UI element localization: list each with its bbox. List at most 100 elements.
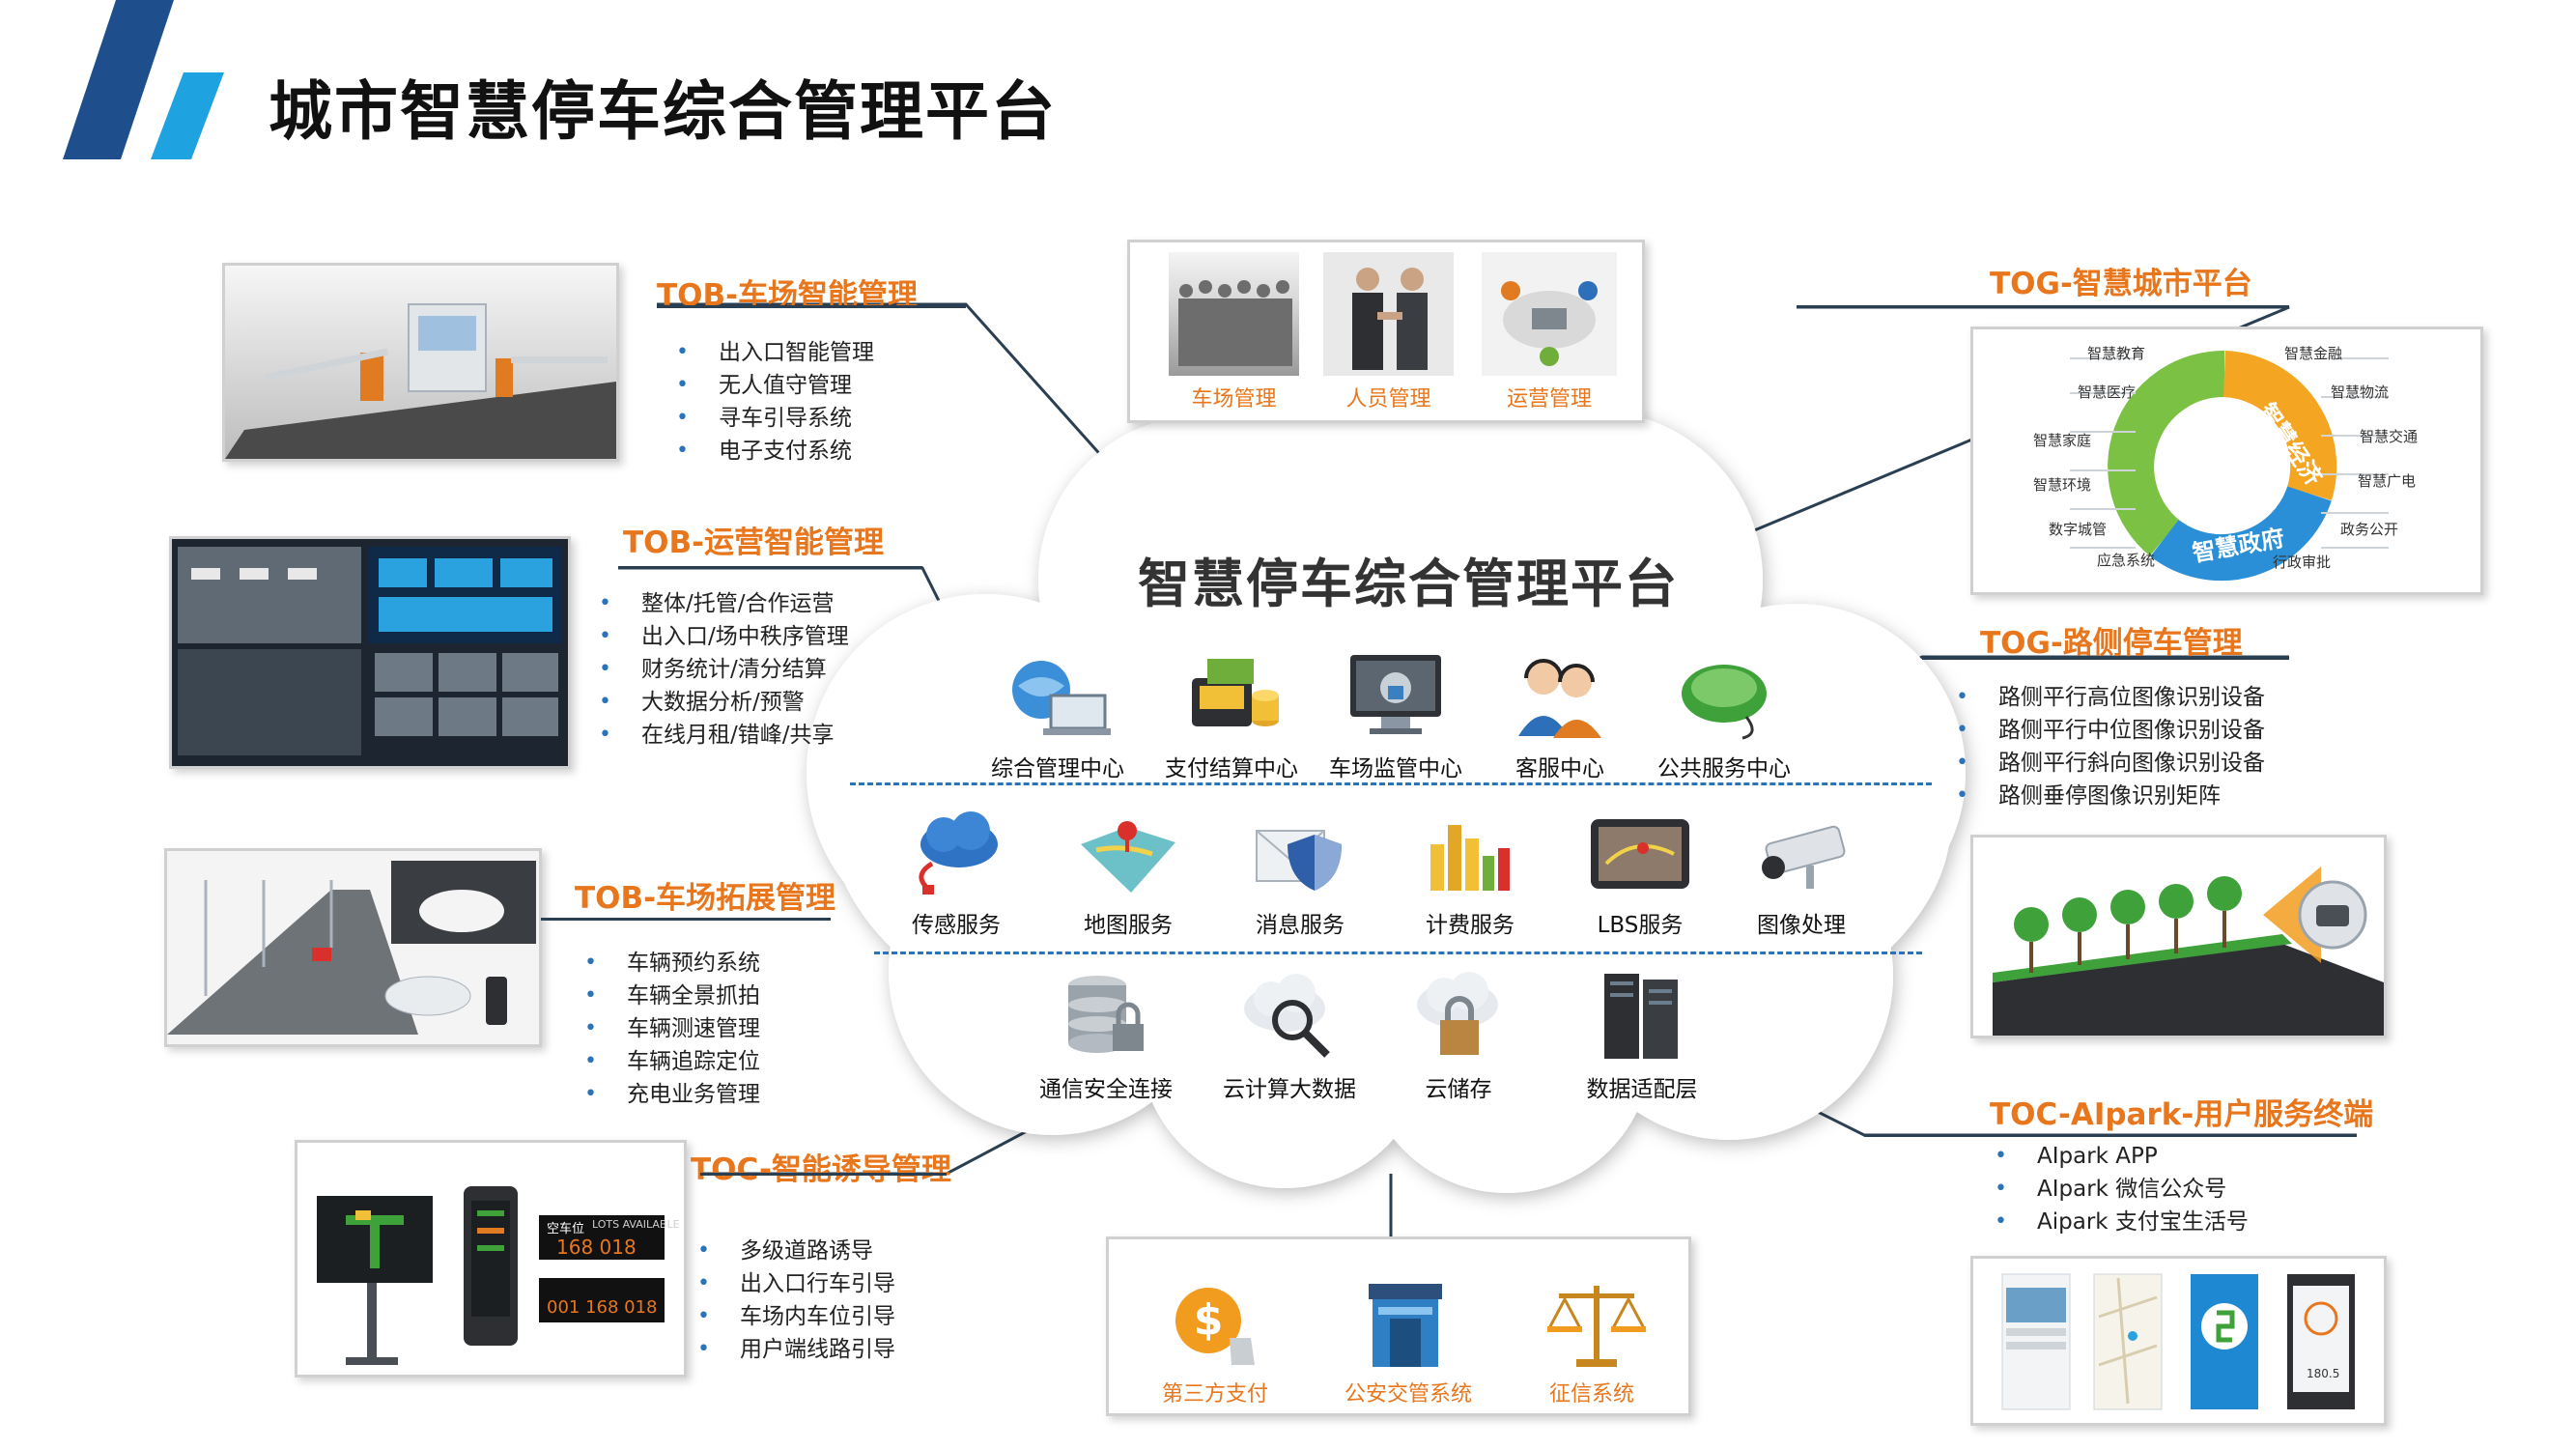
- tog-road-list: 路侧平行高位图像识别设备 路侧平行中位图像识别设备 路侧平行斜向图像识别设备 路…: [1956, 681, 2265, 812]
- list-item: 出入口行车引导: [697, 1267, 895, 1300]
- list-item: 车场内车位引导: [697, 1300, 895, 1333]
- list-item: 财务统计/清分结算: [599, 653, 849, 686]
- toc-app-list: AIpark APP AIpark 微信公众号 Aipark 支付宝生活号: [1995, 1140, 2249, 1238]
- list-item: 电子支付系统: [676, 435, 874, 468]
- service-monitor-center: 车场监管中心: [1309, 649, 1483, 782]
- ring-left-item: 数字城管: [2049, 521, 2108, 538]
- list-item: 车辆全景抓拍: [584, 980, 760, 1012]
- caption-traffic-police: 公安交管系统: [1344, 1382, 1472, 1406]
- section-rule: [618, 566, 922, 569]
- server-rack-icon: [1589, 970, 1695, 1063]
- guidance-sign-photo: 空车位 LOTS AVAILABLE 168 018 001 168 018: [295, 1140, 687, 1378]
- list-item: 路侧平行中位图像识别设备: [1956, 714, 2265, 747]
- ring-right-item: 智慧物流: [2331, 384, 2390, 401]
- section-rule: [657, 305, 966, 308]
- list-item: 出入口/场中秩序管理: [599, 620, 849, 653]
- headset-people-icon: [1507, 649, 1613, 742]
- section-rule: [541, 918, 831, 921]
- bottom-integration-box: $ 第三方支付 公安交管系统 征信系统: [1106, 1236, 1691, 1416]
- list-item: 在线月租/错峰/共享: [599, 719, 849, 752]
- cctv-camera-icon: [1748, 806, 1854, 898]
- caption-lot-mgmt: 车场管理: [1191, 387, 1277, 412]
- section-rule: [700, 1173, 947, 1176]
- ring-right-item: 智慧金融: [2284, 345, 2343, 362]
- list-item: AIpark APP: [1995, 1140, 2249, 1173]
- caption-third-party-pay: 第三方支付: [1161, 1382, 1268, 1406]
- smart-city-ring: 智慧民生 智慧经济 智慧政府 智慧教育 智慧医疗 智慧家庭 智慧环境 数字城管 …: [1970, 327, 2483, 595]
- tob-ext-list: 车辆预约系统 车辆全景抓拍 车辆测速管理 车辆追踪定位 充电业务管理: [584, 947, 760, 1111]
- service-lbs: LBS服务: [1553, 806, 1727, 939]
- service-public-center: 公共服务中心: [1637, 649, 1811, 782]
- list-item: 无人值守管理: [676, 369, 874, 402]
- service-label: 车场监管中心: [1329, 756, 1462, 781]
- envelope-shield-icon: [1247, 806, 1353, 898]
- service-bigdata: 云计算大数据: [1203, 970, 1376, 1103]
- caption-staff-mgmt: 人员管理: [1345, 387, 1431, 412]
- lock-monitor-icon: [1343, 649, 1449, 742]
- road-camera-photo: [164, 848, 542, 1047]
- section-title-toc-app: TOC-AIpark-用户服务终端: [1990, 1097, 2374, 1132]
- service-mgmt-center: 综合管理中心: [971, 649, 1145, 782]
- divider-top: [850, 782, 1932, 785]
- app-screens-photo: 180.5: [1970, 1256, 2387, 1426]
- service-image: 图像处理: [1714, 806, 1888, 939]
- coin-bars-icon: [1417, 806, 1523, 898]
- list-item: 充电业务管理: [584, 1078, 760, 1111]
- list-item: Aipark 支付宝生活号: [1995, 1206, 2249, 1238]
- ring-right-item: 智慧交通: [2360, 428, 2419, 445]
- scales-icon: [1543, 1276, 1650, 1373]
- tablet-map-icon: [1587, 806, 1693, 898]
- section-title-tob-ops: TOB-运营智能管理: [623, 526, 884, 560]
- ring-left-item: 智慧医疗: [2078, 384, 2137, 401]
- list-item: AIpark 微信公众号: [1995, 1173, 2249, 1206]
- list-item: 路侧平行高位图像识别设备: [1956, 681, 2265, 714]
- ring-left-item: 应急系统: [2097, 552, 2156, 569]
- list-item: 多级道路诱导: [697, 1235, 895, 1267]
- list-item: 寻车引导系统: [676, 402, 874, 435]
- cloud-magnifier-icon: [1236, 970, 1343, 1063]
- map-pin-icon: [1075, 806, 1181, 898]
- service-label: 公共服务中心: [1657, 756, 1791, 781]
- divider-bottom: [874, 952, 1922, 954]
- ring-left-item: 智慧家庭: [2033, 432, 2092, 449]
- list-item: 用户端线路引导: [697, 1333, 895, 1366]
- service-label: 通信安全连接: [1039, 1077, 1173, 1102]
- list-item: 路侧垂停图像识别矩阵: [1956, 780, 2265, 812]
- service-label: 客服中心: [1515, 756, 1604, 781]
- brand-stripe-logo: [63, 0, 224, 159]
- service-billing: 计费服务: [1383, 806, 1557, 939]
- cloud-title: 智慧停车综合管理平台: [1138, 554, 1679, 614]
- section-rule: [1864, 1134, 2357, 1137]
- service-storage: 云储存: [1372, 970, 1545, 1103]
- barrier-gate-photo: [222, 263, 619, 462]
- ring-left-item: 智慧环境: [2033, 476, 2092, 494]
- caption-credit-system: 征信系统: [1548, 1382, 1634, 1406]
- database-lock-icon: [1053, 970, 1159, 1063]
- section-title-tog-city: TOG-智慧城市平台: [1990, 267, 2252, 301]
- service-message: 消息服务: [1213, 806, 1387, 939]
- crowd-image: [1169, 252, 1299, 376]
- list-item: 路侧平行斜向图像识别设备: [1956, 747, 2265, 780]
- service-payment-center: 支付结算中心: [1145, 649, 1318, 782]
- service-label: 云计算大数据: [1223, 1077, 1356, 1102]
- list-item: 车辆预约系统: [584, 947, 760, 980]
- service-data-adapter: 数据适配层: [1555, 970, 1729, 1103]
- roadside-camera-photo: [1970, 835, 2387, 1038]
- tob-lot-list: 出入口智能管理 无人值守管理 寻车引导系统 电子支付系统: [676, 336, 874, 468]
- ring-right-item: 智慧广电: [2358, 472, 2417, 490]
- service-label: 计费服务: [1426, 913, 1514, 938]
- cloud-cable-icon: [903, 806, 1009, 898]
- svg-text:$: $: [1194, 1295, 1224, 1345]
- led-header: 空车位: [547, 1222, 585, 1236]
- cash-terminal-icon: [1178, 649, 1285, 742]
- section-title-tob-ext: TOB-车场拓展管理: [575, 881, 835, 916]
- app-readout: 180.5: [2307, 1367, 2340, 1380]
- green-mouse-icon: [1671, 649, 1777, 742]
- page-title: 城市智慧停车综合管理平台: [269, 74, 1057, 149]
- section-rule: [1797, 305, 2289, 308]
- led-count: 168 018: [556, 1236, 637, 1259]
- police-station-icon: [1355, 1276, 1461, 1373]
- toc-guide-list: 多级道路诱导 出入口行车引导 车场内车位引导 用户端线路引导: [697, 1235, 895, 1366]
- section-title-toc-guide: TOC-智能诱导管理: [691, 1152, 951, 1187]
- handshake-image: [1323, 252, 1454, 376]
